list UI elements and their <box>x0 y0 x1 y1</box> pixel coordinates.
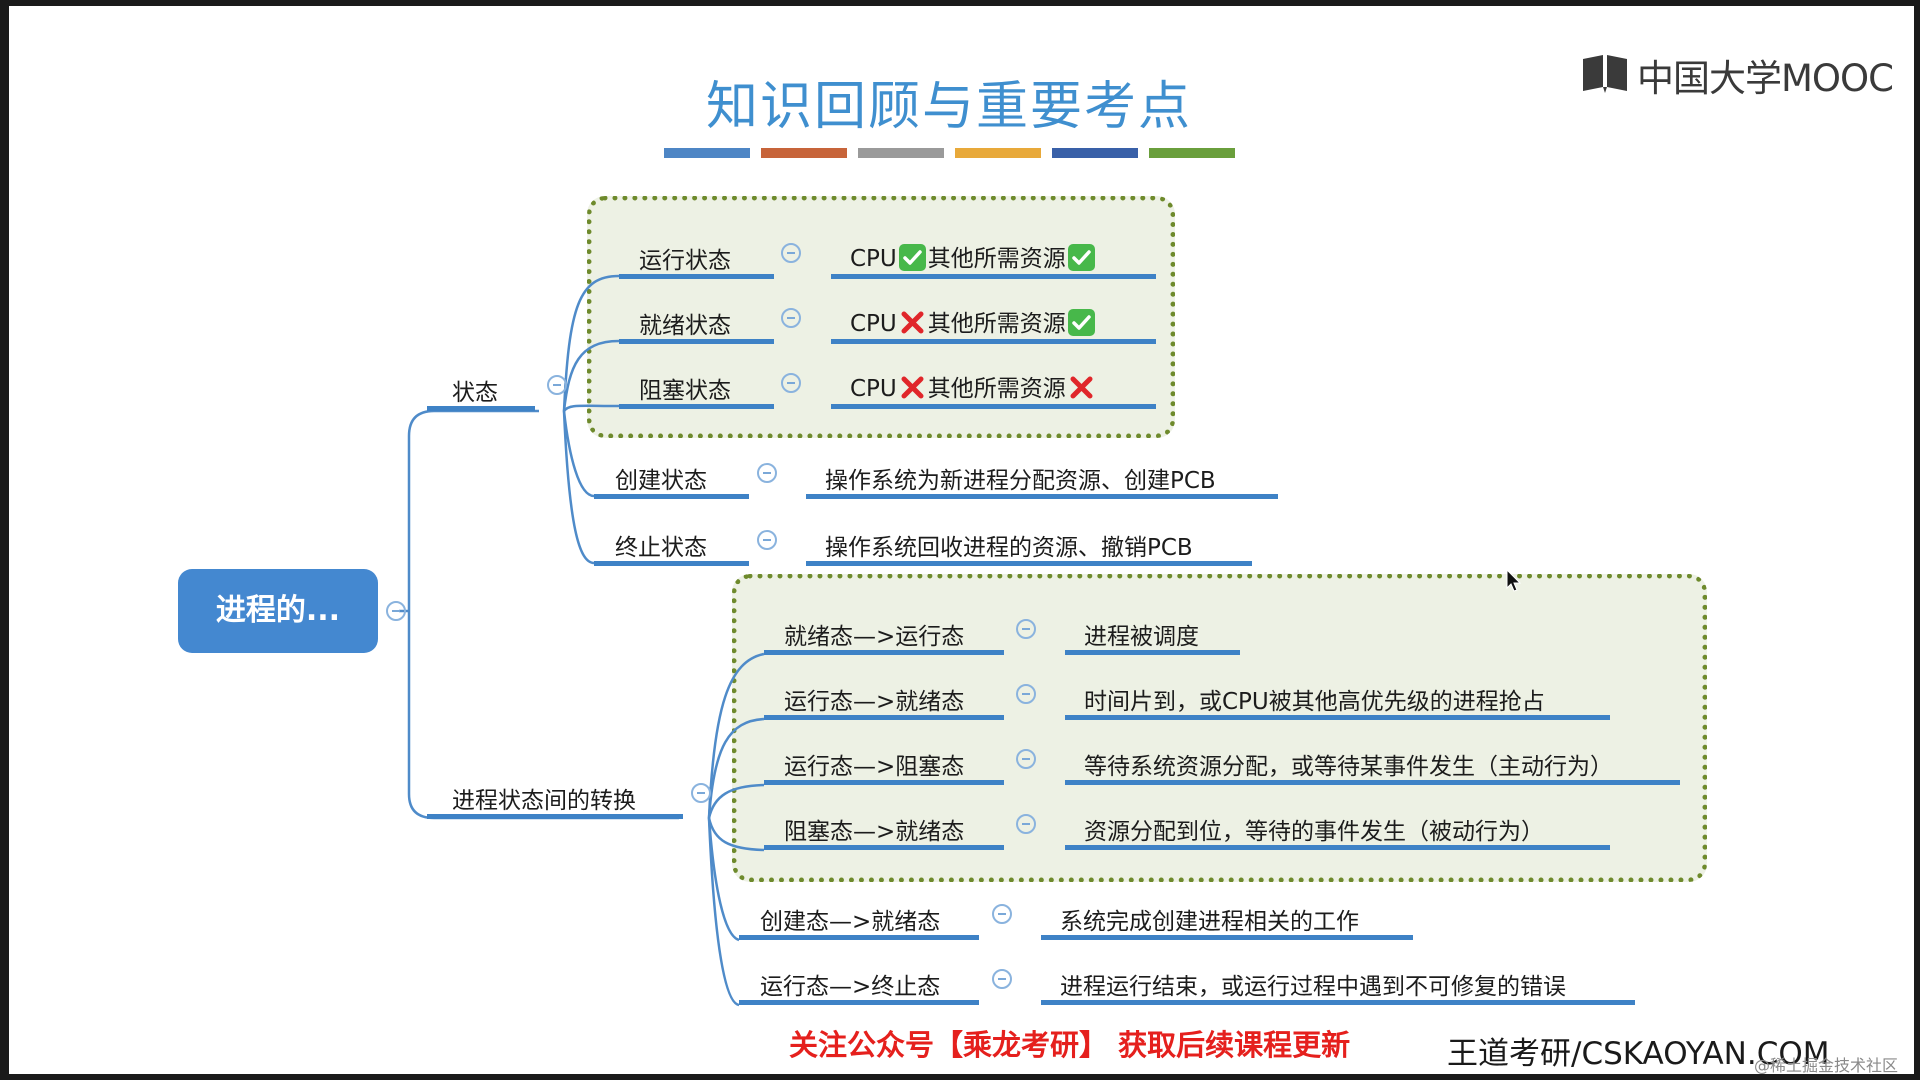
transition-underline <box>739 935 979 940</box>
state-underline <box>594 561 749 566</box>
state-name-running: 运行状态 <box>639 248 731 274</box>
resource-underline <box>831 404 1156 409</box>
collapse-icon[interactable] <box>757 463 777 483</box>
mindmap-connectors <box>399 274 765 1007</box>
transition-label: 运行态—>终止态 <box>760 974 941 1000</box>
collapse-icon[interactable] <box>386 601 406 621</box>
state-name-blocked: 阻塞状态 <box>639 378 731 404</box>
state-resources-running: CPU 其他所需资源 <box>850 239 1097 273</box>
transition-desc: 等待系统资源分配，或等待某事件发生（主动行为） <box>1084 754 1613 780</box>
transitions-highlight-frame <box>732 574 1707 882</box>
collapse-icon[interactable] <box>691 783 711 803</box>
transition-desc-underline <box>1065 715 1610 720</box>
transition-label: 运行态—>就绪态 <box>784 689 965 715</box>
resource-underline <box>831 339 1156 344</box>
transition-label: 创建态—>就绪态 <box>760 909 941 935</box>
site-text: 王道考研/CSKAOYAN.COM <box>1447 1036 1830 1072</box>
state-underline <box>594 494 749 499</box>
transition-desc-underline <box>1065 650 1240 655</box>
other-resources-label: 其他所需资源 <box>927 311 1066 337</box>
desc-underline <box>806 494 1278 499</box>
states-branch-label: 状态 <box>452 380 498 406</box>
state-desc-terminated: 操作系统回收进程的资源、撤销PCB <box>825 535 1193 561</box>
transition-underline <box>764 845 1004 850</box>
state-resources-ready: CPU 其他所需资源 <box>850 304 1097 338</box>
cross-icon <box>1068 374 1095 401</box>
state-underline <box>619 404 774 409</box>
root-node: 进程的... <box>178 569 378 653</box>
title-bar-segment <box>858 148 944 158</box>
title-bar-segment <box>955 148 1041 158</box>
state-underline <box>619 274 774 279</box>
state-name-ready: 就绪状态 <box>639 313 731 339</box>
promo-text: 关注公众号【乘龙考研】 获取后续课程更新 <box>789 1028 1351 1062</box>
collapse-icon[interactable] <box>1016 619 1036 639</box>
collapse-icon[interactable] <box>1016 684 1036 704</box>
collapse-icon[interactable] <box>781 243 801 263</box>
resource-underline <box>831 274 1156 279</box>
collapse-icon[interactable] <box>992 904 1012 924</box>
collapse-icon[interactable] <box>1016 749 1036 769</box>
collapse-icon[interactable] <box>757 530 777 550</box>
mooc-logo: 中国大学MOOC <box>1581 48 1894 102</box>
transition-label: 运行态—>阻塞态 <box>784 754 965 780</box>
collapse-icon[interactable] <box>1016 814 1036 834</box>
check-icon <box>898 244 926 271</box>
transition-underline <box>764 780 1004 785</box>
title-bar-segment <box>761 148 847 158</box>
book-icon <box>1581 53 1629 97</box>
logo-text: 中国大学MOOC <box>1637 57 1894 100</box>
cpu-label: CPU <box>850 246 897 272</box>
title-bar-segment <box>664 148 750 158</box>
transition-desc: 进程被调度 <box>1084 624 1199 650</box>
cpu-label: CPU <box>850 376 897 402</box>
slide-title: 知识回顾与重要考点 <box>705 77 1192 137</box>
watermark: @稀土掘金技术社区 <box>1754 1056 1899 1074</box>
state-name-created: 创建状态 <box>615 468 707 494</box>
state-name-terminated: 终止状态 <box>615 535 707 561</box>
cross-icon <box>899 309 926 336</box>
slide: 知识回顾与重要考点 中国大学MOOC <box>9 6 1914 1074</box>
transition-desc: 时间片到，或CPU被其他高优先级的进程抢占 <box>1084 689 1545 715</box>
collapse-icon[interactable] <box>992 969 1012 989</box>
states-underline <box>427 406 535 411</box>
transition-label: 就绪态—>运行态 <box>784 624 965 650</box>
state-resources-blocked: CPU 其他所需资源 <box>850 369 1097 403</box>
state-underline <box>619 339 774 344</box>
mouse-cursor-icon <box>1506 568 1522 597</box>
transitions-branch-label: 进程状态间的转换 <box>452 788 636 814</box>
transitions-underline <box>427 814 683 819</box>
collapse-icon[interactable] <box>547 375 567 395</box>
transition-label: 阻塞态—>就绪态 <box>784 819 965 845</box>
transition-desc: 系统完成创建进程相关的工作 <box>1060 909 1359 935</box>
other-resources-label: 其他所需资源 <box>927 246 1066 272</box>
title-bar-segment <box>1149 148 1235 158</box>
transition-desc: 进程运行结束，或运行过程中遇到不可修复的错误 <box>1060 974 1566 1000</box>
collapse-icon[interactable] <box>781 373 801 393</box>
title-bar-segment <box>1052 148 1138 158</box>
cross-icon <box>899 374 926 401</box>
transition-underline <box>739 1000 979 1005</box>
transition-desc-underline <box>1065 845 1610 850</box>
collapse-icon[interactable] <box>781 308 801 328</box>
cpu-label: CPU <box>850 311 897 337</box>
state-desc-created: 操作系统为新进程分配资源、创建PCB <box>825 468 1216 494</box>
transition-underline <box>764 715 1004 720</box>
other-resources-label: 其他所需资源 <box>927 376 1066 402</box>
transition-desc-underline <box>1041 935 1413 940</box>
desc-underline <box>806 561 1252 566</box>
transition-desc: 资源分配到位，等待的事件发生（被动行为） <box>1084 819 1544 845</box>
check-icon <box>1067 244 1095 271</box>
transition-desc-underline <box>1041 1000 1635 1005</box>
transition-underline <box>764 650 1004 655</box>
transition-desc-underline <box>1065 780 1680 785</box>
check-icon <box>1067 309 1095 336</box>
